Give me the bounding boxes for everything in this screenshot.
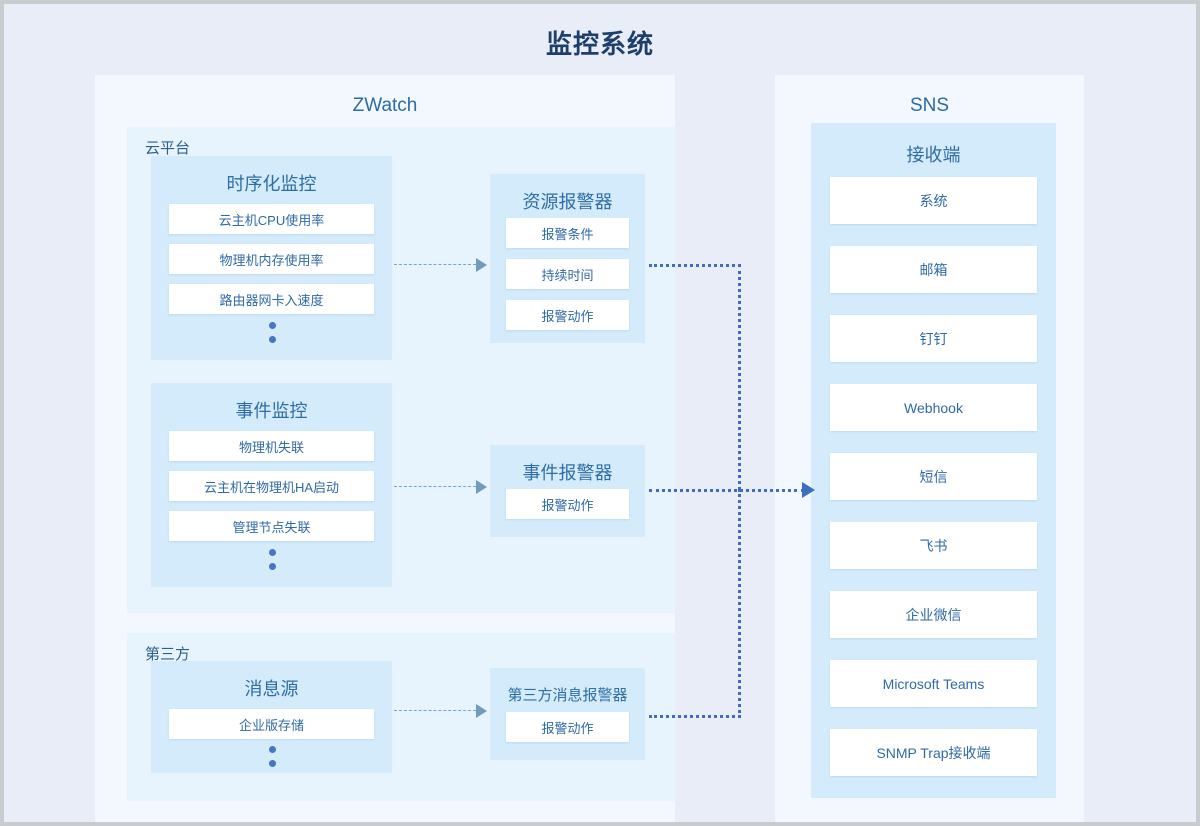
connector-bus-lower — [738, 489, 741, 718]
cloud-platform-label: 云平台 — [145, 140, 191, 157]
list-item[interactable]: 企业版存储 — [169, 709, 374, 739]
list-item[interactable]: 云主机在物理机HA启动 — [169, 471, 374, 501]
list-item[interactable]: Webhook — [830, 384, 1037, 431]
list-item[interactable]: 短信 — [830, 453, 1037, 500]
list-item[interactable]: 路由器网卡入速度 — [169, 284, 374, 314]
resource-alarm-title: 资源报警器 — [522, 192, 613, 212]
message-source-card: 消息源 企业版存储 — [151, 661, 392, 773]
resource-alarm-card: 资源报警器 报警条件 持续时间 报警动作 — [490, 174, 645, 343]
arrow-source-to-third-alarm — [476, 704, 487, 718]
event-monitor-title: 事件监控 — [235, 401, 308, 421]
event-alarm-title: 事件报警器 — [522, 463, 613, 483]
arrow-event-to-event-alarm — [476, 480, 487, 494]
receiver-card: 接收端 系统 邮箱 钉钉 Webhook 短信 飞书 企业微信 Microsof… — [811, 123, 1056, 798]
list-item[interactable]: 钉钉 — [830, 315, 1037, 362]
third-party-alarm-title: 第三方消息报警器 — [507, 687, 628, 704]
list-item[interactable]: 物理机内存使用率 — [169, 244, 374, 274]
arrow-timeseries-to-resource-alarm — [476, 258, 487, 272]
connector-source-to-third-alarm — [394, 710, 476, 711]
more-items-ellipsis — [268, 322, 276, 350]
connector-third-alarm-to-bus — [649, 715, 741, 718]
list-item[interactable]: 持续时间 — [506, 259, 629, 289]
connector-bus-upper — [738, 264, 741, 490]
timeseries-monitor-title: 时序化监控 — [226, 174, 317, 194]
list-item[interactable]: Microsoft Teams — [830, 660, 1037, 707]
list-item[interactable]: 系统 — [830, 177, 1037, 224]
list-item[interactable]: 报警条件 — [506, 218, 629, 248]
connector-timeseries-to-resource-alarm — [394, 264, 476, 265]
list-item[interactable]: 报警动作 — [506, 712, 629, 742]
list-item[interactable]: 物理机失联 — [169, 431, 374, 461]
more-items-ellipsis — [268, 549, 276, 577]
sns-panel-title: SNS — [909, 95, 950, 116]
zwatch-panel-title: ZWatch — [352, 95, 418, 116]
list-item[interactable]: 企业微信 — [830, 591, 1037, 638]
message-source-title: 消息源 — [244, 679, 299, 699]
more-items-ellipsis — [268, 746, 276, 774]
event-alarm-card: 事件报警器 报警动作 — [490, 445, 645, 537]
third-party-alarm-card: 第三方消息报警器 报警动作 — [490, 668, 645, 760]
list-item[interactable]: SNMP Trap接收端 — [830, 729, 1037, 776]
event-monitor-card: 事件监控 物理机失联 云主机在物理机HA启动 管理节点失联 — [151, 383, 392, 587]
page-title: 监控系统 — [545, 29, 654, 59]
arrow-bus-to-sns — [802, 482, 815, 498]
list-item[interactable]: 报警动作 — [506, 300, 629, 330]
list-item[interactable]: 报警动作 — [506, 489, 629, 519]
third-party-label: 第三方 — [145, 646, 191, 663]
connector-event-to-event-alarm — [394, 486, 476, 487]
list-item[interactable]: 邮箱 — [830, 246, 1037, 293]
connector-bus-to-sns — [649, 489, 804, 492]
connector-resource-alarm-to-bus — [649, 264, 741, 267]
list-item[interactable]: 云主机CPU使用率 — [169, 204, 374, 234]
receiver-title: 接收端 — [906, 145, 961, 165]
timeseries-monitor-card: 时序化监控 云主机CPU使用率 物理机内存使用率 路由器网卡入速度 — [151, 156, 392, 360]
diagram-canvas: 监控系统 ZWatch 云平台 第三方 时序化监控 云主机CPU使用率 物理机内… — [4, 4, 1196, 822]
list-item[interactable]: 管理节点失联 — [169, 511, 374, 541]
list-item[interactable]: 飞书 — [830, 522, 1037, 569]
